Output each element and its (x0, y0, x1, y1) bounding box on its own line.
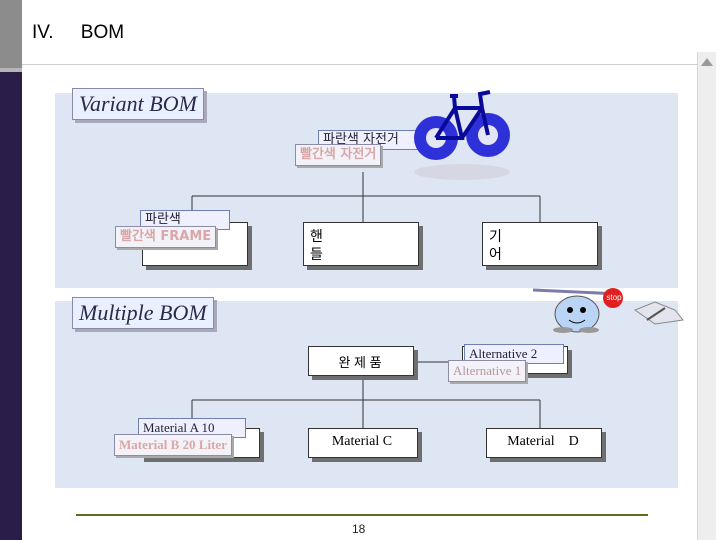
scrollbar[interactable] (697, 52, 716, 540)
gear-box (482, 222, 598, 266)
handle-label-1: 핸 (310, 228, 323, 244)
material-d-label: Material D (507, 434, 579, 449)
alternative-1-label: Alternative 1 (448, 360, 527, 382)
handle-label-2: 들 (310, 246, 323, 262)
material-d-box (486, 428, 602, 458)
parent-item-red: 빨간색 자전거 (295, 144, 382, 166)
scroll-up-icon[interactable] (701, 58, 713, 66)
left-accent-bar (0, 0, 22, 540)
alternative-2-label: Alternative 2 (464, 344, 564, 364)
left-accent-stripe (0, 68, 22, 72)
section-number: IV. (32, 22, 54, 43)
helicopter-mascot-icon (532, 288, 684, 333)
slide-header: IV. BOM (32, 22, 124, 44)
material-c-box (308, 428, 418, 458)
material-c-label: Material C (331, 434, 393, 449)
header-divider (22, 64, 697, 65)
gear-label-1: 기 (489, 228, 502, 244)
gear-label-2: 어 (489, 246, 502, 262)
material-b-label: Material B 20 Liter (114, 434, 232, 456)
material-a-label: Material A 10 (138, 418, 246, 438)
section-title: BOM (80, 22, 125, 43)
variant-bom-title: Variant BOM (72, 88, 204, 120)
finished-product-label: 완 제 품 (338, 355, 382, 370)
frame-red-label: 빨간색 FRAME (115, 226, 217, 248)
stop-sign-label: stop (606, 293, 622, 302)
bicycle-icon (414, 90, 510, 180)
finished-product-box (308, 346, 414, 376)
page-number: 18 (352, 522, 366, 536)
handle-box (303, 222, 419, 266)
left-accent-block (0, 0, 22, 68)
multiple-bom-title: Multiple BOM (72, 297, 214, 329)
footer-divider (76, 514, 648, 516)
